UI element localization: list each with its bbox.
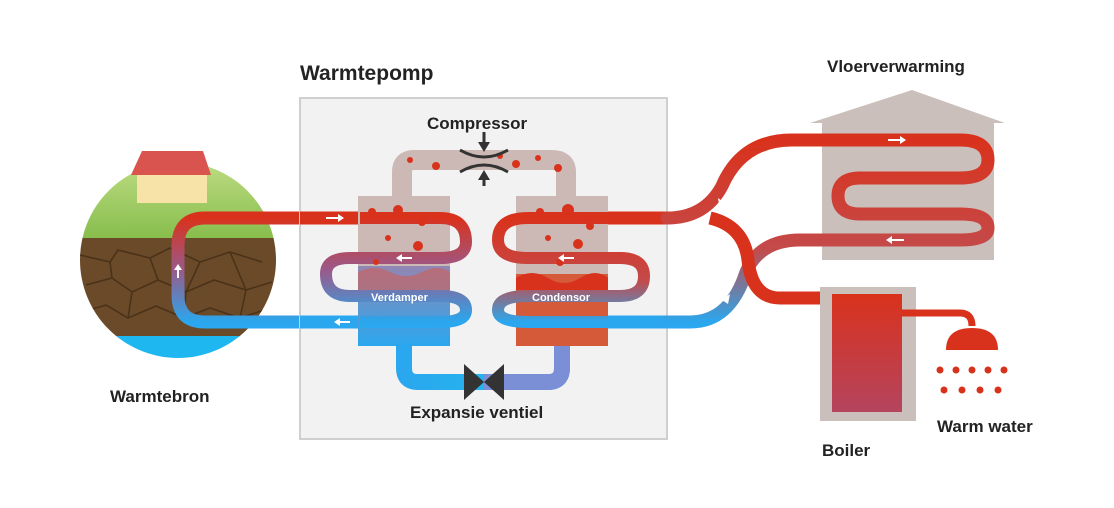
evaporator-coil (319, 212, 473, 328)
expansion-valve-label: Expansie ventiel (410, 403, 544, 422)
boiler-feed (708, 211, 832, 305)
compressor-label: Compressor (427, 114, 528, 133)
vapor-pipe (392, 150, 576, 196)
floor-heating-loop (660, 133, 995, 329)
boiler-label: Boiler (822, 441, 871, 460)
shower-head-icon (936, 328, 1008, 394)
condenser-label: Condensor (532, 292, 591, 304)
floor-heating-label: Vloerverwarming (827, 57, 965, 76)
warm-water-label: Warm water (937, 417, 1033, 436)
evaporator-label: Verdamper (371, 292, 428, 304)
condenser-coil (491, 212, 651, 328)
house-arrows (716, 136, 906, 304)
compressor-icon (459, 132, 509, 186)
house-small (131, 151, 211, 203)
boiler (820, 287, 916, 421)
heat-pump-title: Warmtepomp (300, 62, 434, 85)
warm-water-pipe (902, 309, 976, 327)
expansion-valve-icon (464, 364, 504, 400)
refrigerant-bubbles (368, 153, 594, 266)
heat-source-label: Warmtebron (110, 387, 210, 406)
